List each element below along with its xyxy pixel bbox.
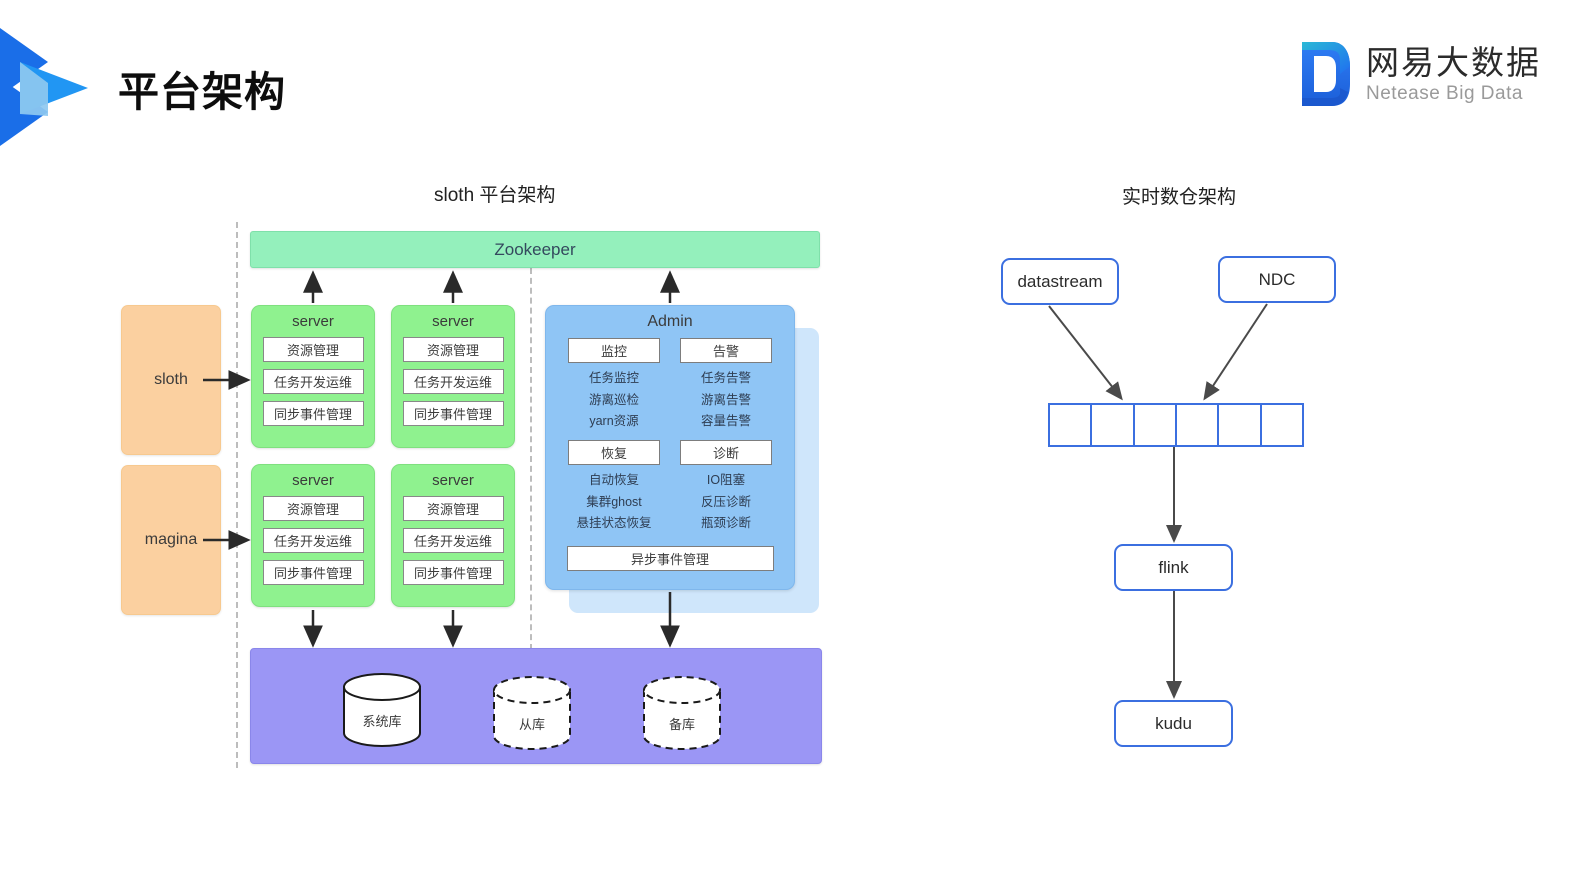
admin-item: 自动恢复 xyxy=(588,472,639,487)
netease-logo-cn: 网易大数据 xyxy=(1366,43,1541,81)
admin-item: 悬挂状态恢复 xyxy=(576,516,652,531)
database-label: 从库 xyxy=(518,717,545,732)
admin-async-event-manager: 异步事件管理 xyxy=(566,545,774,571)
arrow-datastream-to-queue xyxy=(1048,305,1123,401)
admin-card: Admin 监控 任务监控 游离巡检 yarn资源 告警 任务告警 游离告警 容… xyxy=(545,305,795,590)
server-module-taskops: 任务开发运维 xyxy=(262,369,364,394)
admin-item: 游离巡检 xyxy=(588,392,639,407)
queue-cell xyxy=(1134,405,1177,445)
admin-item: 集群ghost xyxy=(586,494,642,509)
boundary-separator-left xyxy=(236,222,238,768)
server-module-taskops: 任务开发运维 xyxy=(262,528,364,553)
admin-group-alert: 告警 任务告警 游离告警 容量告警 xyxy=(680,338,772,433)
netease-wordmark: 网易大数据 Netease Big Data xyxy=(1366,46,1541,103)
server-card: server 资源管理 任务开发运维 同步事件管理 xyxy=(391,305,515,448)
admin-group-head: 告警 xyxy=(680,338,772,363)
netease-logo: 网易大数据 Netease Big Data xyxy=(1300,36,1541,112)
boundary-separator-middle xyxy=(530,268,532,650)
source-box-magina: magina xyxy=(121,465,221,615)
admin-group-items: IO阻塞 反压诊断 瓶颈诊断 xyxy=(680,470,772,535)
node-kudu: kudu xyxy=(1114,700,1233,747)
server-title: server xyxy=(432,313,474,330)
server-module-sync-event: 同步事件管理 xyxy=(402,560,504,585)
cylinder-icon xyxy=(643,676,721,750)
right-diagram-caption: 实时数仓架构 xyxy=(1122,187,1237,208)
queue-cell xyxy=(1176,405,1220,445)
triangle-chevron-logo-icon xyxy=(0,28,88,146)
server-module-taskops: 任务开发运维 xyxy=(402,369,504,394)
admin-group-items: 任务监控 游离巡检 yarn资源 xyxy=(568,368,660,433)
netease-d-glyph-icon xyxy=(1302,42,1350,106)
node-datastream: datastream xyxy=(1001,258,1119,305)
server-module-resource: 资源管理 xyxy=(402,337,504,362)
netease-logo-en: Netease Big Data xyxy=(1366,82,1523,104)
queue-cell xyxy=(1092,405,1135,445)
queue-cell xyxy=(1050,405,1093,445)
admin-item: 瓶颈诊断 xyxy=(700,516,751,531)
admin-item: yarn资源 xyxy=(589,414,639,429)
page-title: 平台架构 xyxy=(118,69,286,115)
message-queue xyxy=(1048,403,1304,447)
node-flink: flink xyxy=(1114,544,1233,591)
database-cylinder-system: 系统库 xyxy=(340,673,424,747)
admin-group-monitor: 监控 任务监控 游离巡检 yarn资源 xyxy=(568,338,660,433)
cylinder-icon xyxy=(493,676,571,750)
admin-item: 任务监控 xyxy=(588,371,639,385)
admin-item: 任务告警 xyxy=(700,371,751,385)
database-cylinder-backup: 备库 xyxy=(640,676,724,750)
admin-group-head: 恢复 xyxy=(568,439,660,465)
zookeeper-bar: Zookeeper xyxy=(250,231,820,268)
admin-group-items: 任务告警 游离告警 容量告警 xyxy=(680,368,772,433)
queue-cell xyxy=(1261,405,1302,445)
admin-group-items: 自动恢复 集群ghost 悬挂状态恢复 xyxy=(568,470,660,535)
database-cylinder-slave: 从库 xyxy=(490,676,574,750)
admin-row-recover-diagnose: 恢复 自动恢复 集群ghost 悬挂状态恢复 诊断 IO阻塞 反压诊断 瓶颈诊断 xyxy=(546,439,794,535)
server-card: server 资源管理 任务开发运维 同步事件管理 xyxy=(251,464,375,607)
server-title: server xyxy=(292,472,334,489)
server-title: server xyxy=(292,313,334,330)
admin-group-diagnose: 诊断 IO阻塞 反压诊断 瓶颈诊断 xyxy=(680,439,772,535)
database-label: 备库 xyxy=(668,717,695,732)
server-card: server 资源管理 任务开发运维 同步事件管理 xyxy=(251,305,375,448)
queue-cell xyxy=(1219,405,1262,445)
server-module-sync-event: 同步事件管理 xyxy=(262,560,364,585)
cylinder-icon xyxy=(343,673,421,747)
server-title: server xyxy=(432,472,474,489)
server-module-sync-event: 同步事件管理 xyxy=(402,401,504,426)
arrow-ndc-to-queue xyxy=(1203,303,1268,401)
node-ndc: NDC xyxy=(1218,256,1336,303)
server-module-taskops: 任务开发运维 xyxy=(402,528,504,553)
server-module-resource: 资源管理 xyxy=(262,337,364,362)
admin-item: 游离告警 xyxy=(700,392,751,407)
server-card: server 资源管理 任务开发运维 同步事件管理 xyxy=(391,464,515,607)
source-box-sloth: sloth xyxy=(121,305,221,455)
admin-group-head: 监控 xyxy=(568,338,660,363)
database-label: 系统库 xyxy=(362,714,402,729)
admin-title: Admin xyxy=(647,313,693,330)
admin-row-monitor-alert: 监控 任务监控 游离巡检 yarn资源 告警 任务告警 游离告警 容量告警 xyxy=(546,338,794,433)
server-module-resource: 资源管理 xyxy=(262,496,364,521)
server-module-resource: 资源管理 xyxy=(402,496,504,521)
server-module-sync-event: 同步事件管理 xyxy=(262,401,364,426)
admin-item: IO阻塞 xyxy=(706,472,746,487)
admin-item: 容量告警 xyxy=(700,414,751,429)
left-diagram-caption: sloth 平台架构 xyxy=(434,185,556,206)
admin-group-recover: 恢复 自动恢复 集群ghost 悬挂状态恢复 xyxy=(568,439,660,535)
admin-item: 反压诊断 xyxy=(700,494,751,509)
admin-group-head: 诊断 xyxy=(680,439,772,465)
